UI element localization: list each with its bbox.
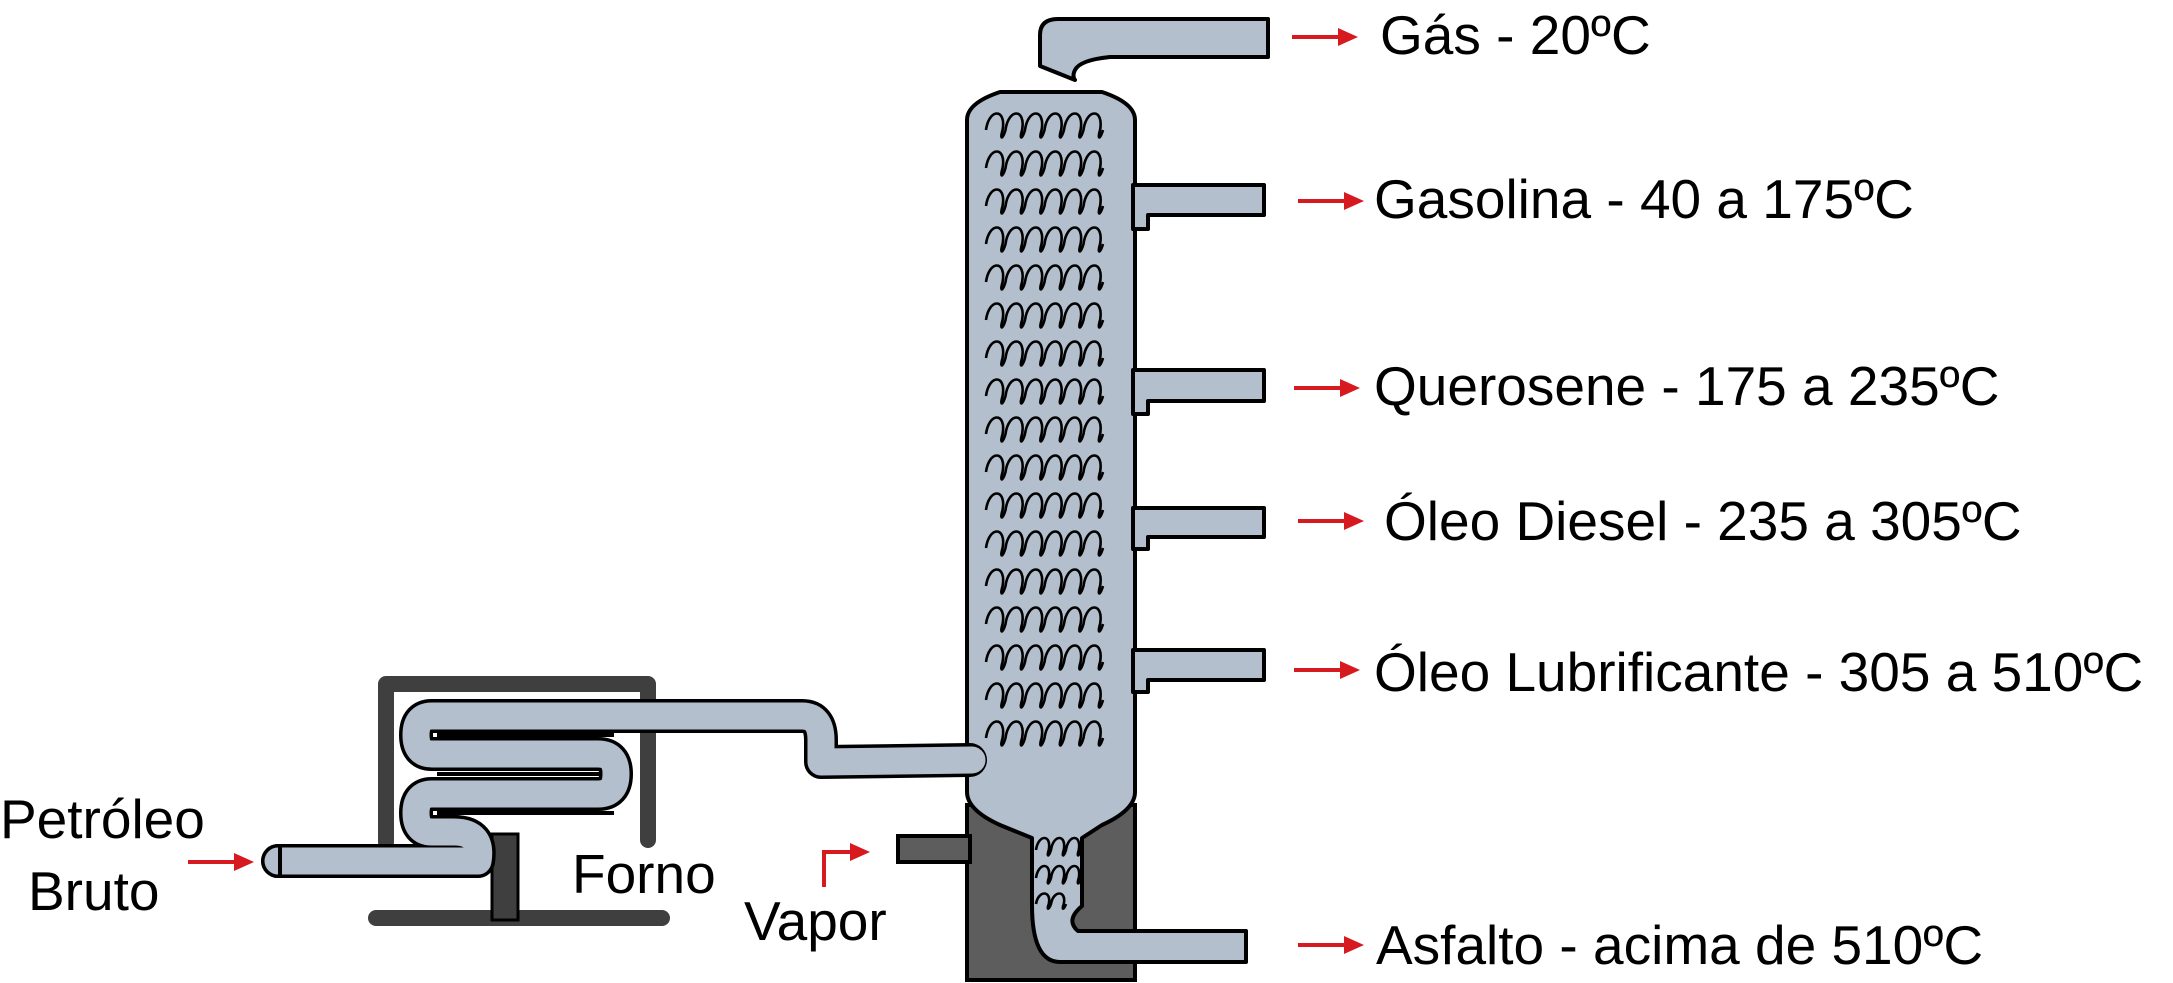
label-oleo-diesel: Óleo Diesel - 235 a 305ºC [1384, 490, 2022, 552]
column-trays [984, 112, 1105, 911]
tray-coil [984, 378, 1105, 405]
oleo-diesel-outlet-pipe [1131, 506, 1266, 551]
arrow-petroleo-bruto [188, 853, 254, 871]
tray-coil [984, 568, 1105, 595]
arrow-asfalto [1298, 936, 1364, 954]
tray-coil [1034, 836, 1083, 857]
tray-coil [984, 606, 1105, 633]
querosene-outlet-pipe [1131, 368, 1266, 416]
label-gas: Gás - 20ºC [1380, 4, 1651, 66]
tray-coil [1034, 864, 1083, 885]
arrow-querosene [1294, 379, 1360, 397]
tray-coil [1034, 892, 1068, 911]
tray-coil [984, 112, 1105, 139]
label-bruto: Bruto [28, 860, 159, 922]
gasolina-outlet-pipe [1131, 183, 1266, 231]
arrow-oleo-lubrificante [1294, 661, 1360, 679]
tray-coil [984, 492, 1105, 519]
label-oleo-lubrificante: Óleo Lubrificante - 305 a 510ºC [1374, 641, 2143, 703]
tray-coil [984, 302, 1105, 329]
furnace-coil [261, 699, 987, 878]
furnace-support [490, 832, 520, 922]
label-petroleo: Petróleo [0, 788, 205, 850]
arrow-gasolina [1298, 192, 1364, 210]
arrow-vapor [822, 843, 870, 887]
oleo-lubrificante-outlet-pipe [1131, 648, 1266, 694]
furnace-frame [378, 676, 656, 850]
label-forno: Forno [572, 843, 716, 905]
tray-coil [984, 644, 1105, 671]
tray-coil [984, 188, 1105, 215]
tray-coil [984, 340, 1105, 367]
tray-coil [984, 720, 1105, 747]
arrow-oleo-diesel [1298, 512, 1364, 530]
tray-coil [984, 530, 1105, 557]
label-gasolina: Gasolina - 40 a 175ºC [1374, 168, 1914, 230]
tray-coil [984, 454, 1105, 481]
tray-coil [984, 264, 1105, 291]
gas-outlet-pipe [1038, 17, 1270, 82]
tray-coil [984, 150, 1105, 177]
label-querosene: Querosene - 175 a 235ºC [1374, 355, 2000, 417]
label-vapor: Vapor [744, 890, 887, 952]
tray-coil [984, 682, 1105, 709]
label-asfalto: Asfalto - acima de 510ºC [1376, 914, 1983, 976]
arrow-gas [1292, 28, 1358, 46]
steam-inlet-pipe [896, 834, 972, 864]
tray-coil [984, 226, 1105, 253]
tray-coil [984, 416, 1105, 443]
